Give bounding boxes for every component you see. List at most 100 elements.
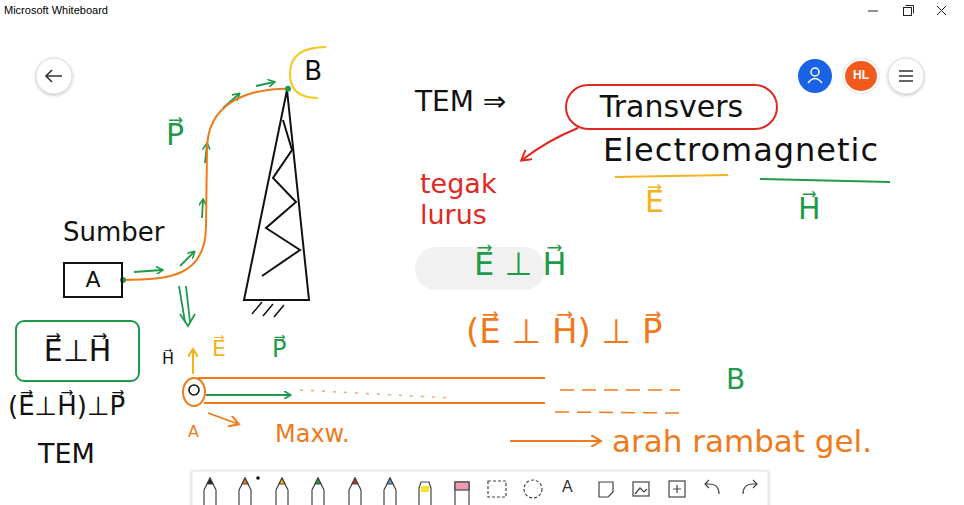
antenna-tower bbox=[262, 120, 300, 276]
pen-icons bbox=[384, 478, 396, 505]
vector-symbol: H⃗ bbox=[798, 192, 821, 227]
vector-symbol: E⃗ bbox=[645, 185, 664, 220]
point-label: A bbox=[188, 423, 199, 441]
handwritten-text: TEM bbox=[38, 438, 95, 469]
pen-icons bbox=[242, 478, 248, 484]
window-title: Microsoft Whiteboard bbox=[4, 4, 108, 17]
end-dot bbox=[120, 277, 126, 283]
power-flow-arrows bbox=[256, 82, 274, 86]
source-box: SumberA bbox=[63, 262, 123, 298]
transvers-leader-arrow bbox=[522, 128, 578, 160]
antenna-tower bbox=[244, 90, 309, 300]
handwritten-note: Maxw. bbox=[275, 421, 350, 449]
power-flow-arrows bbox=[134, 82, 274, 326]
tool-icons bbox=[635, 488, 647, 494]
cable-line bbox=[183, 350, 680, 424]
user-avatar bbox=[811, 68, 819, 76]
title-bar bbox=[0, 0, 964, 22]
node-label: HL bbox=[853, 69, 869, 83]
node-heading: Sumber bbox=[63, 218, 165, 248]
node-label: A bbox=[85, 267, 100, 292]
term-box: Transvers bbox=[565, 84, 778, 130]
user-initials-avatar: HL bbox=[843, 59, 879, 93]
pen-icons bbox=[419, 482, 431, 505]
summary-box: E⃗⊥H⃗ bbox=[15, 320, 140, 382]
title-bar bbox=[868, 11, 878, 12]
equation: (E⃗⊥H⃗)⊥P⃗ bbox=[8, 392, 125, 422]
user-avatar bbox=[798, 59, 832, 93]
word-underlines bbox=[615, 175, 890, 182]
power-flow-arrows bbox=[202, 200, 203, 218]
feed-line bbox=[123, 89, 288, 280]
tool-icons bbox=[673, 485, 681, 493]
arc-outline bbox=[290, 47, 326, 98]
end-dot bbox=[285, 86, 291, 92]
pen-icons bbox=[239, 478, 251, 505]
pen-icons bbox=[455, 482, 469, 490]
cable-line bbox=[189, 385, 199, 395]
word-underlines bbox=[615, 175, 728, 177]
pen-icons bbox=[207, 478, 213, 484]
tool-icons bbox=[488, 481, 506, 497]
pen-icons bbox=[387, 478, 393, 484]
user-avatar bbox=[798, 59, 832, 93]
equation: E⃗ ⊥ H⃗ bbox=[474, 246, 567, 283]
tool-icons bbox=[743, 480, 757, 494]
power-flow-arrows bbox=[179, 286, 190, 322]
tool-icons bbox=[599, 482, 613, 497]
pen-icons bbox=[204, 478, 216, 505]
back-button bbox=[36, 58, 72, 94]
tool-icons bbox=[705, 480, 719, 494]
pen-icons bbox=[349, 478, 361, 505]
tool-icons bbox=[524, 480, 542, 498]
word-underlines bbox=[760, 179, 890, 182]
point-marker: B bbox=[288, 44, 328, 100]
back-button bbox=[36, 58, 72, 94]
pen-toolbar bbox=[192, 471, 768, 505]
pen-icons bbox=[312, 478, 324, 505]
transvers-leader-arrow bbox=[522, 128, 578, 160]
menu-button bbox=[888, 58, 924, 94]
pen-toolbar bbox=[192, 471, 768, 505]
handwritten-note: tegak lurus bbox=[420, 168, 532, 230]
vector-symbol: P⃗ bbox=[166, 118, 184, 153]
pen-icons bbox=[276, 478, 288, 505]
equation: (E⃗ ⊥ H⃗) ⊥ P⃗ bbox=[466, 312, 663, 351]
text-tool-icon: A bbox=[562, 478, 573, 496]
handwritten-text: TEM ⇒ bbox=[415, 86, 506, 118]
cable-line bbox=[206, 394, 290, 396]
title-bar bbox=[937, 6, 946, 15]
vector-symbol: H⃗ bbox=[162, 350, 174, 368]
handwritten-note: arah rambat gel. bbox=[612, 424, 872, 460]
cable-line bbox=[198, 377, 545, 379]
point-label: B bbox=[726, 364, 745, 396]
cable-line bbox=[555, 412, 680, 413]
vector-symbol: P⃗ bbox=[272, 336, 286, 364]
tool-icons bbox=[633, 482, 649, 496]
user-avatar bbox=[808, 79, 822, 84]
pen-icons bbox=[421, 486, 429, 492]
pen-icons bbox=[279, 478, 285, 484]
power-flow-arrows bbox=[134, 270, 162, 272]
vector-symbol: E⃗ bbox=[212, 336, 226, 361]
menu-button bbox=[899, 71, 913, 81]
tool-icons bbox=[669, 481, 685, 497]
handwritten-text: Electromagnetic bbox=[603, 132, 879, 169]
tool-icons bbox=[488, 480, 757, 498]
title-bar bbox=[904, 8, 912, 16]
back-button bbox=[46, 70, 62, 82]
cable-line bbox=[204, 402, 545, 404]
cable-line bbox=[208, 413, 238, 424]
antenna-tower bbox=[252, 302, 284, 317]
pen-icons bbox=[352, 478, 358, 484]
power-flow-arrows bbox=[180, 314, 195, 326]
title-bar bbox=[0, 0, 964, 22]
propagation-arrow bbox=[510, 441, 600, 442]
pen-icons bbox=[256, 476, 260, 480]
node-label: Transvers bbox=[600, 90, 743, 125]
antenna-tower bbox=[244, 90, 309, 317]
node-label: B bbox=[304, 57, 322, 87]
cable-line bbox=[192, 350, 194, 374]
pen-icons bbox=[315, 478, 321, 484]
